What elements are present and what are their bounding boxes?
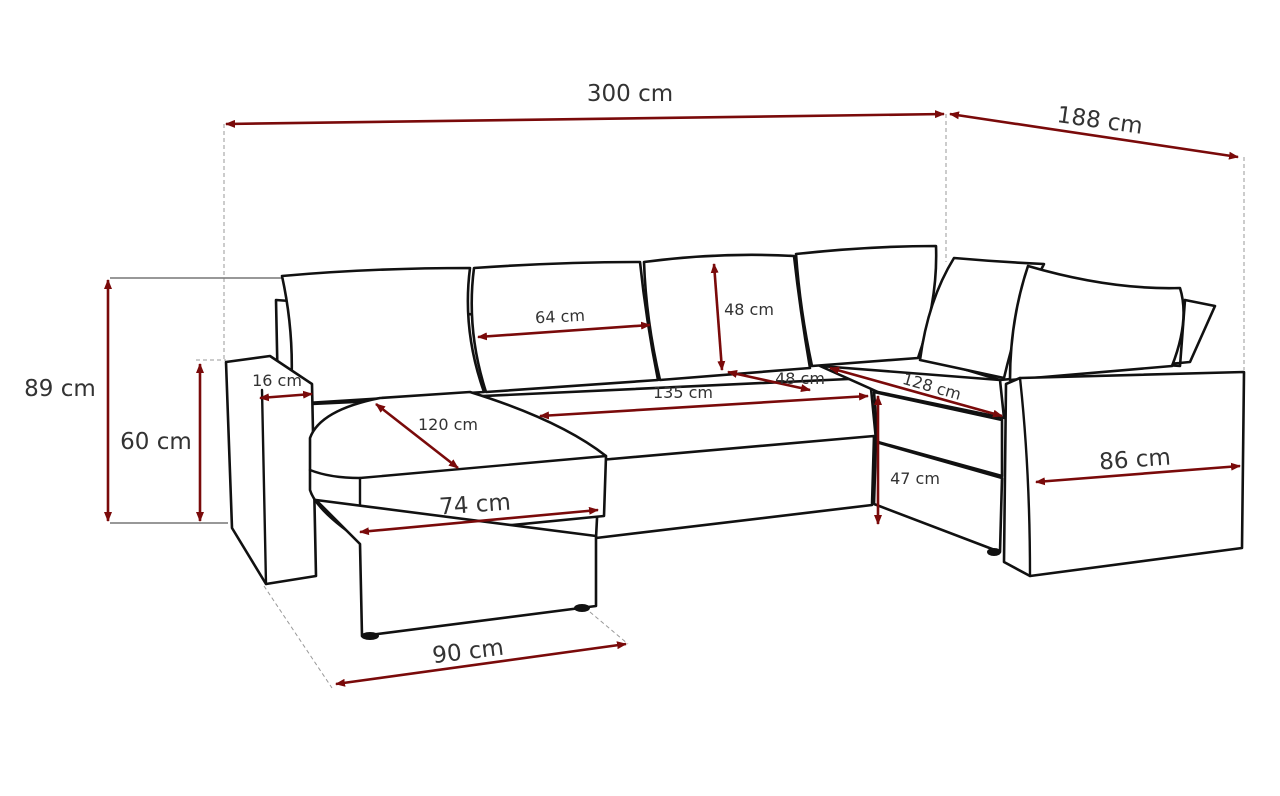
label-chaise-depth: 90 cm — [431, 635, 505, 670]
arrow-seat-width-corner — [829, 366, 1003, 418]
arrow-armrest-width — [259, 390, 313, 402]
back-cushion-4 — [794, 244, 938, 368]
label-total-width: 300 cm — [587, 81, 673, 107]
arrow-back-cushion-height — [710, 263, 726, 371]
arrow-chaise-width — [359, 506, 599, 536]
arrow-seat-depth — [727, 370, 811, 392]
label-back-cushion-width: 64 cm — [535, 306, 586, 328]
label-right-arm-depth: 86 cm — [1098, 445, 1171, 476]
dimension-arrows — [104, 110, 1241, 687]
label-back-cushion-height: 48 cm — [724, 300, 774, 319]
arrow-chaise-depth — [335, 641, 627, 687]
label-chaise-length: 120 cm — [418, 415, 478, 434]
label-chaise-width: 74 cm — [438, 490, 511, 521]
guide-lines — [110, 114, 1245, 689]
arrow-total-depth — [949, 111, 1239, 160]
corner-cushion-2 — [1008, 264, 1185, 382]
back-cushion-1 — [280, 266, 486, 406]
arrow-back-cushion-width — [477, 321, 651, 341]
label-total-height: 89 cm — [24, 376, 96, 402]
label-armrest-height: 60 cm — [120, 429, 192, 455]
arrow-chaise-length — [375, 402, 459, 470]
label-seat-width-center: 135 cm — [653, 383, 713, 402]
label-total-depth: 188 cm — [1055, 102, 1144, 140]
label-seat-depth: 48 cm — [775, 369, 825, 388]
left-armrest — [224, 354, 318, 586]
arrow-right-arm-depth — [1035, 462, 1241, 486]
arrow-total-width — [225, 110, 945, 128]
arrow-seat-width-center — [539, 392, 869, 420]
label-armrest-width: 16 cm — [252, 371, 302, 390]
dimension-labels: 300 cm 188 cm 89 cm 60 cm 16 cm 64 cm 48… — [24, 81, 1171, 669]
label-seat-height: 47 cm — [890, 469, 940, 488]
